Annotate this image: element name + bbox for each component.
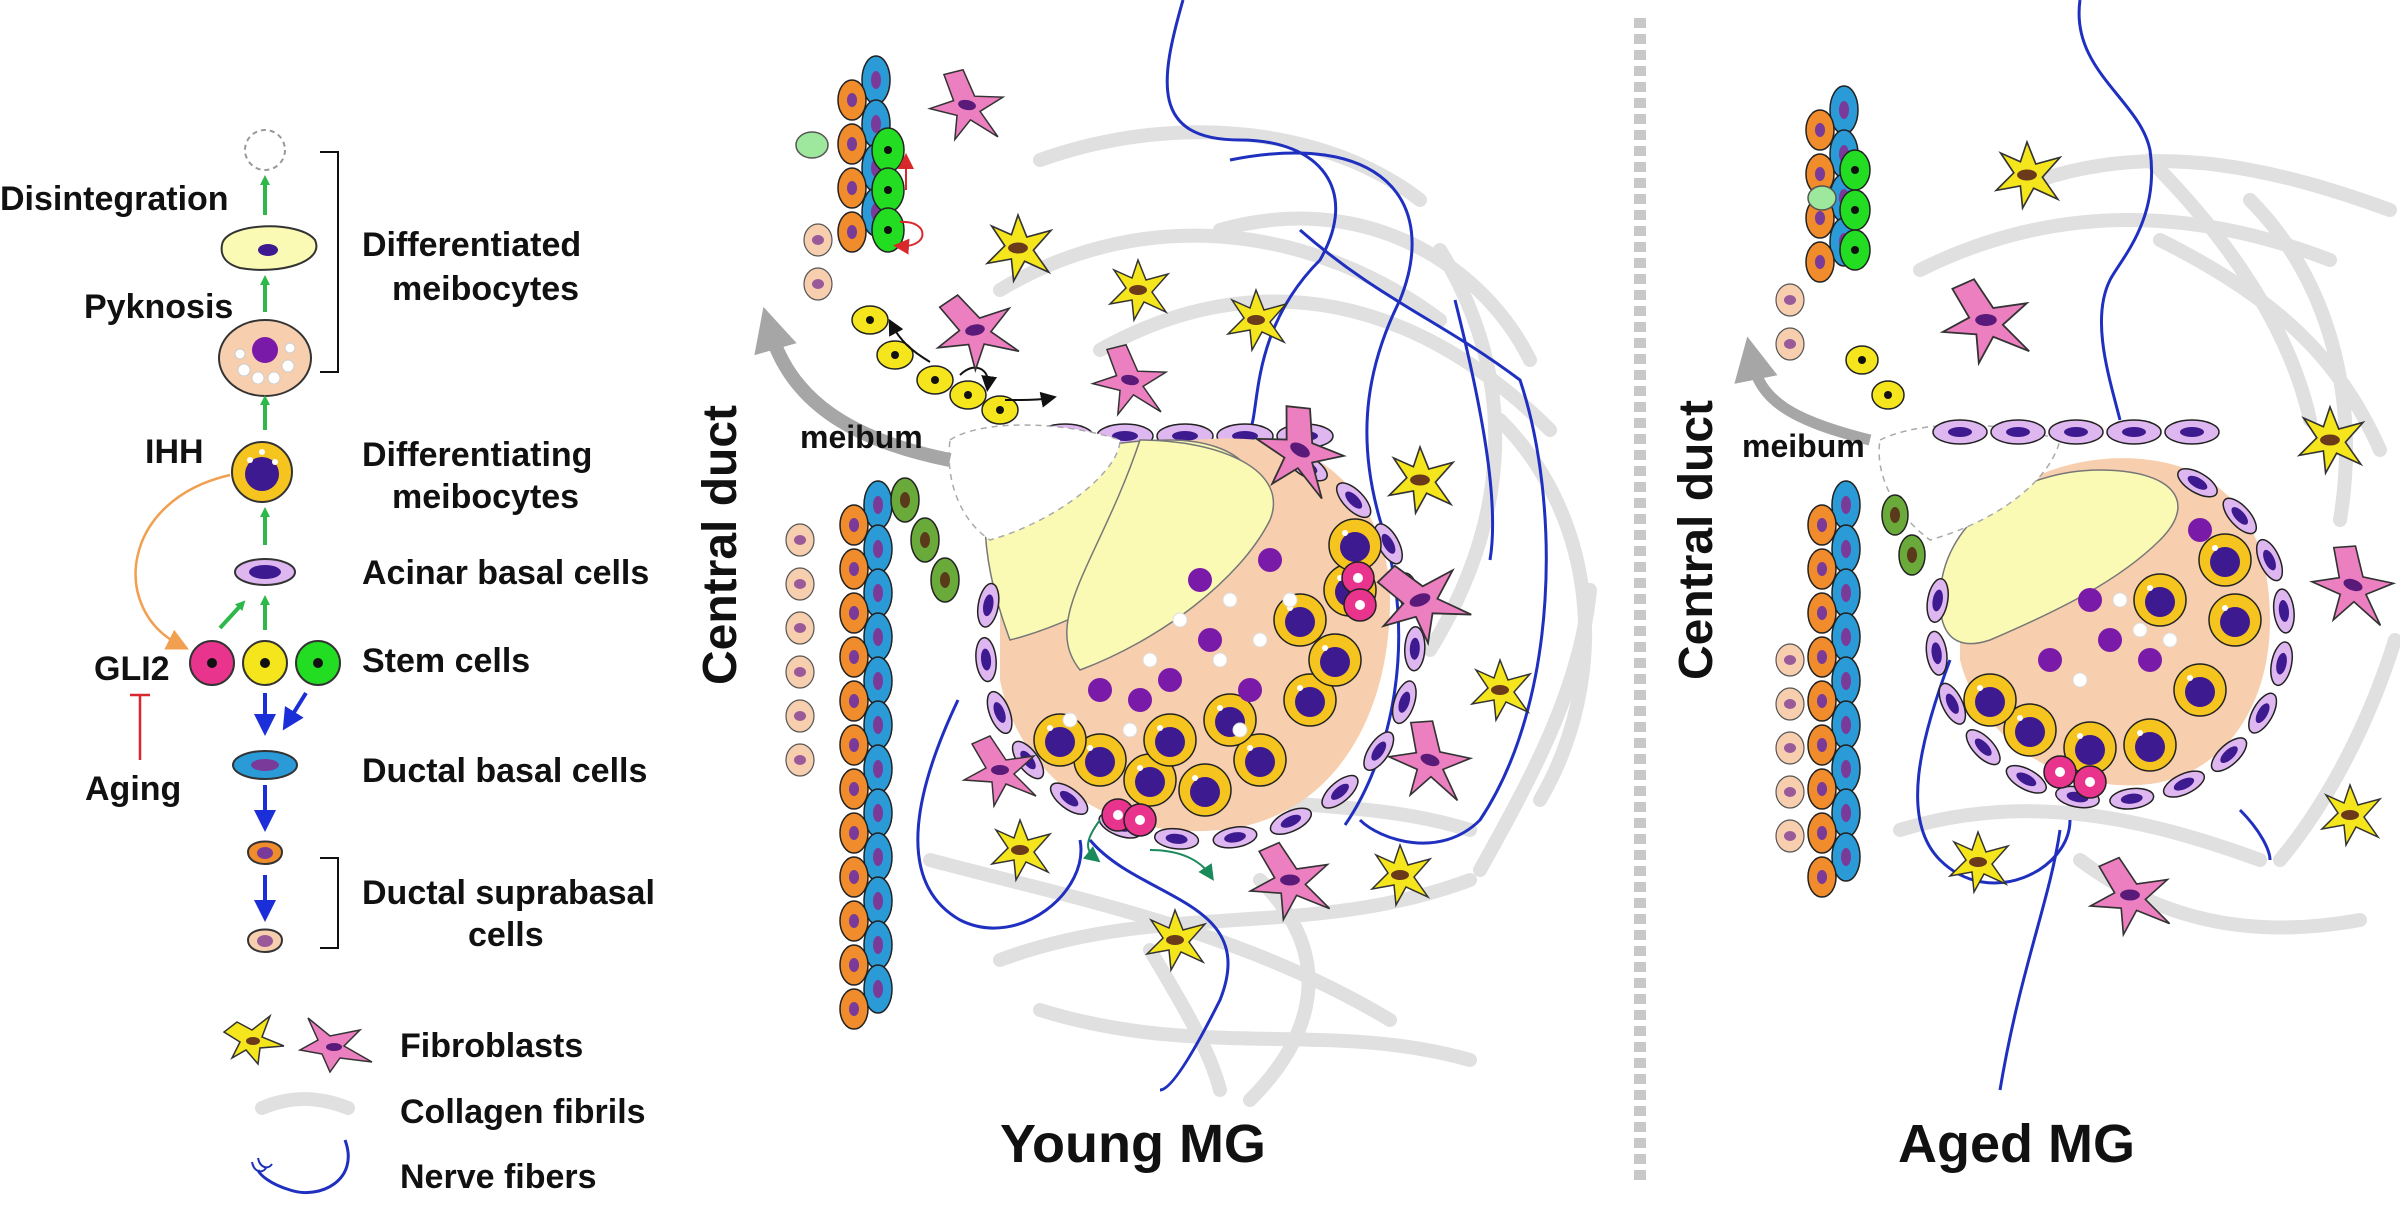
- young-yellow-fibroblast: [984, 212, 1054, 284]
- bracket-differentiated: [320, 151, 339, 373]
- young-red-arrow-curve: [893, 220, 924, 255]
- label-aging: Aging: [85, 770, 181, 808]
- label-gli2: GLI2: [94, 650, 170, 688]
- young-acinus: [948, 424, 1390, 832]
- lineage-schematic: Disintegration Pyknosis Differentiated m…: [0, 129, 655, 954]
- label-ductal-suprabasal-2: cells: [468, 916, 544, 954]
- young-acinus-dashed-region: [948, 424, 1121, 541]
- aged-nerve-fibers: [1916, 0, 2272, 1091]
- aged-yellow-fibroblast: [1947, 829, 2011, 895]
- young-yellow-fibroblast: [1144, 907, 1208, 973]
- young-pink-fibroblast: [1247, 841, 1331, 923]
- young-yellow-fibroblast: [989, 817, 1053, 883]
- young-yellow-fibroblast: [1107, 257, 1171, 323]
- arrow-stem-to-acinar-1: [218, 600, 246, 630]
- aged-meibum-label: meibum: [1742, 428, 1865, 464]
- aged-meibum-arrow: [1734, 336, 1872, 446]
- label-differentiated-1: Differentiated: [362, 226, 581, 264]
- aged-title: Aged MG: [1898, 1114, 2135, 1174]
- label-differentiated-2: meibocytes: [392, 270, 579, 308]
- aged-yellow-fibroblast: [1993, 139, 2063, 211]
- aged-duct-label: Central duct: [1670, 400, 1723, 680]
- aged-light-green-cell: [1807, 185, 1837, 211]
- bracket-suprabasal: [320, 857, 339, 949]
- young-pink-fibroblast: [935, 294, 1020, 374]
- aged-collagen-fibrils: [1893, 153, 2400, 935]
- label-stem-cells: Stem cells: [362, 642, 530, 680]
- young-pink-fibroblast: [1090, 343, 1169, 417]
- aged-pink-fibroblast: [2087, 856, 2171, 938]
- young-pink-fibroblast: [1376, 564, 1472, 647]
- young-teal-arrow-2: [1149, 849, 1214, 881]
- young-teal-arrow-1: [1082, 819, 1101, 863]
- young-light-green-cell: [795, 131, 829, 159]
- aged-yellow-fibroblast: [2319, 782, 2383, 848]
- young-yellow-fibroblast: [1225, 287, 1289, 353]
- young-pink-fibroblast: [1386, 720, 1474, 802]
- arrow-stem-to-ductal-2: [282, 691, 308, 731]
- young-title: Young MG: [1000, 1114, 1266, 1174]
- aged-acinus-cells: [1925, 468, 2295, 810]
- label-ihh: IHH: [145, 433, 204, 471]
- young-pink-fibroblast: [927, 68, 1006, 142]
- young-duct-label: Central duct: [694, 405, 747, 685]
- label-disintegration: Disintegration: [0, 180, 229, 218]
- ihh-to-gli2-arrow: [134, 473, 231, 650]
- legend-nerves-label: Nerve fibers: [400, 1158, 597, 1196]
- young-central-duct: [785, 55, 1334, 1030]
- aged-pink-fibroblast: [1939, 278, 2030, 367]
- legend-collagen-label: Collagen fibrils: [400, 1093, 646, 1131]
- pyknotic-nucleus: [258, 244, 278, 256]
- young-pink-fibroblast: [1253, 405, 1347, 500]
- label-differentiating-2: meibocytes: [392, 478, 579, 516]
- young-black-arrow-2: [959, 366, 998, 392]
- young-meibum-arrow: [754, 306, 952, 467]
- label-pyknosis: Pyknosis: [84, 288, 233, 326]
- young-black-arrow-1: [888, 318, 931, 363]
- young-yellow-fibroblast: [1469, 657, 1533, 723]
- disintegrated-cell: [244, 129, 286, 171]
- legend-collagen-icon: [255, 1092, 355, 1115]
- differentiating-nucleus: [245, 457, 279, 491]
- aged-panel: Central duct meibum Aged MG: [1670, 0, 2400, 1174]
- aged-central-duct: [1775, 85, 2220, 898]
- label-ductal-basal: Ductal basal cells: [362, 752, 647, 790]
- young-yellow-fibroblast: [1369, 842, 1433, 908]
- young-nerve-fibers: [916, 0, 1548, 1092]
- young-pink-fibroblast: [961, 735, 1037, 809]
- young-panel: Central duct meibum Young MG: [694, 0, 1597, 1174]
- label-differentiating-1: Differentiating: [362, 436, 592, 474]
- aged-pink-fibroblast: [2309, 545, 2397, 627]
- young-yellow-fibroblast: [1386, 444, 1456, 516]
- label-acinar-basal: Acinar basal cells: [362, 554, 649, 592]
- young-meibum-label: meibum: [800, 419, 923, 455]
- differentiated-nucleus: [252, 337, 278, 363]
- young-fibroblasts: [927, 68, 1533, 973]
- label-ductal-suprabasal-1: Ductal suprabasal: [362, 874, 655, 912]
- aged-fibroblasts: [1939, 139, 2397, 938]
- young-black-arrow-3: [1004, 391, 1057, 408]
- aged-yellow-fibroblast: [2296, 404, 2366, 476]
- legend-nerve-icon: [256, 1139, 350, 1195]
- legend-fibroblasts-label: Fibroblasts: [400, 1027, 583, 1065]
- legend: Fibroblasts Collagen fibrils Nerve fiber…: [222, 1013, 646, 1196]
